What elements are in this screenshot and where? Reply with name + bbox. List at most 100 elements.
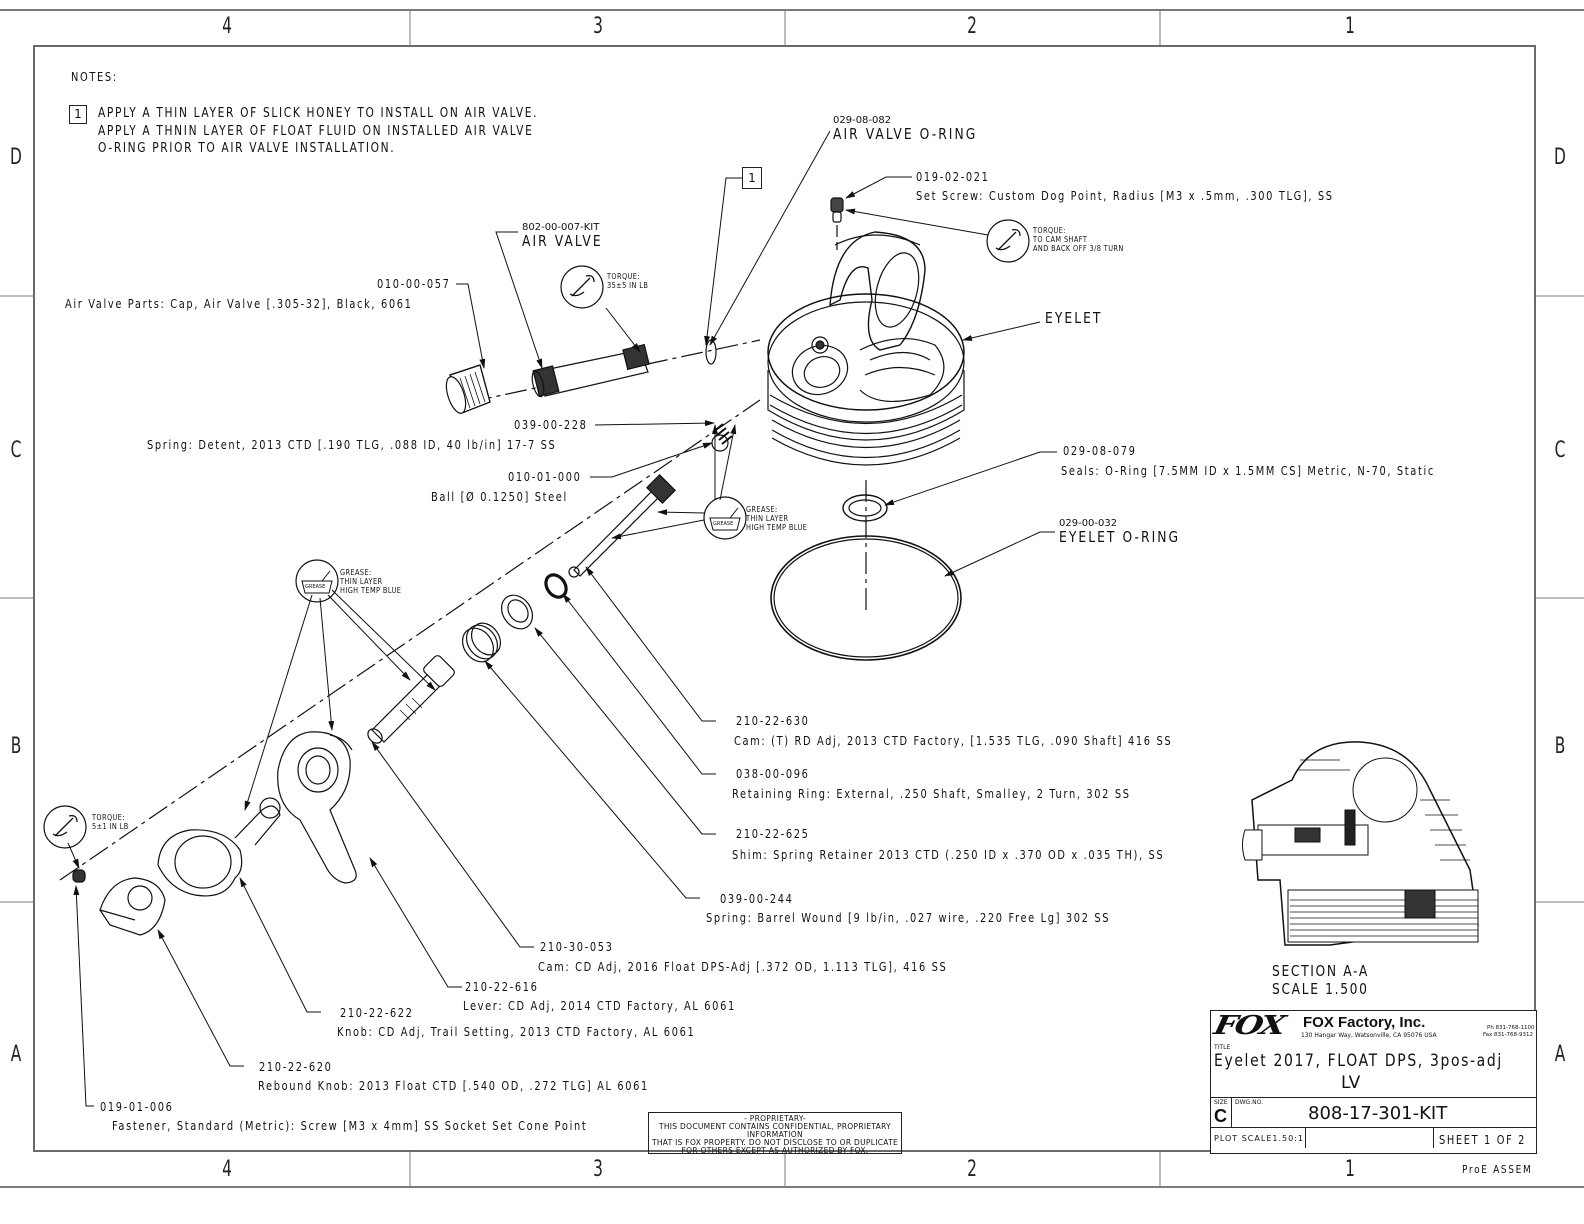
- part-number-039-00-244: 039-00-244: [720, 892, 794, 906]
- grease-line: GREASE:: [746, 505, 778, 514]
- section-title: SECTION A-A: [1272, 962, 1369, 980]
- size-label: SIZE: [1214, 1099, 1228, 1106]
- grease-line: HIGH TEMP BLUE: [746, 523, 808, 532]
- cam-rd-part: [568, 474, 676, 578]
- wrench-icon-glyphs: [52, 228, 1021, 837]
- retaining-ring-part: [544, 573, 568, 599]
- grease-icon-right: GREASE: [713, 521, 734, 527]
- eyelet-name: EYELET: [1045, 309, 1103, 327]
- drawing-title-line-2: LV: [1341, 1073, 1361, 1093]
- grease-line: GREASE:: [340, 568, 372, 577]
- air-valve-part-number: 802-00-007-KIT: [522, 222, 600, 233]
- part-number-038-00-096: 038-00-096: [736, 767, 810, 781]
- proprietary-heading: - PROPRIETARY-: [744, 1114, 806, 1123]
- company-phone: Ph 831-768-1100: [1487, 1025, 1535, 1031]
- part-number-019-02-021: 019-02-021: [916, 170, 990, 184]
- notes-flag: 1: [69, 105, 87, 124]
- part-number-210-22-630: 210-22-630: [736, 714, 810, 728]
- proe-assem-label: ProE ASSEM: [1462, 1163, 1533, 1176]
- part-number-029-08-079: 029-08-079: [1063, 444, 1137, 458]
- part-number-010-01-000: 010-01-000: [508, 470, 582, 484]
- zone-column-3-top: 3: [593, 14, 603, 39]
- title-label: TITLE: [1214, 1044, 1231, 1051]
- shim-part: [500, 594, 534, 630]
- company-address: 130 Hangar Way, Watsonville, CA 95076 US…: [1301, 1032, 1437, 1039]
- zone-row-a-right: A: [1554, 1042, 1566, 1067]
- air-valve-oring-name: AIR VALVE O-RING: [833, 125, 978, 143]
- part-number-210-22-625: 210-22-625: [736, 827, 810, 841]
- plot-scale: PLOT SCALE1.50:1: [1214, 1134, 1304, 1143]
- grease-tub-glyphs: [301, 507, 741, 594]
- torque-title: TORQUE:: [607, 272, 640, 281]
- part-desc-029-08-079: Seals: O-Ring [7.5MM ID x 1.5MM CS] Metr…: [1061, 464, 1435, 478]
- sheet-border: [0, 9, 1584, 1188]
- zone-column-2-top: 2: [967, 14, 977, 39]
- part-number-039-00-228: 039-00-228: [514, 418, 588, 432]
- zone-column-2-bottom: 2: [967, 1157, 977, 1182]
- part-desc-210-22-630: Cam: (T) RD Adj, 2013 CTD Factory, [1.53…: [734, 734, 1173, 748]
- torque-icon-circles: [43, 219, 1030, 849]
- proprietary-notice: - PROPRIETARY- THIS DOCUMENT CONTAINS CO…: [648, 1112, 902, 1155]
- part-number-210-30-053: 210-30-053: [540, 940, 614, 954]
- grease-line: THIN LAYER: [746, 514, 789, 523]
- grease-icon-left: GREASE: [305, 584, 326, 590]
- zone-row-b-right: B: [1554, 734, 1566, 759]
- lever-part: [277, 731, 357, 884]
- torque-note-air-valve: TORQUE: 35±5 IN LB: [607, 272, 657, 290]
- torque-note-cam-shaft: TORQUE: TO CAM SHAFT AND BACK OFF 3/8 TU…: [1033, 226, 1144, 253]
- plot-divider: [1305, 1128, 1306, 1148]
- note-line-2: APPLY A THNIN LAYER OF FLOAT FLUID ON IN…: [98, 124, 534, 139]
- part-desc-010-01-000: Ball [Ø 0.1250] Steel: [431, 490, 568, 504]
- drawing-title-line-1: Eyelet 2017, FLOAT DPS, 3pos-adj: [1214, 1051, 1503, 1071]
- detent-spring-part: [712, 423, 733, 445]
- zone-row-b-left: B: [10, 734, 22, 759]
- eyelet-oring-part: [770, 535, 962, 661]
- title-block-divider: [1211, 1127, 1536, 1128]
- part-number-210-22-616: 210-22-616: [465, 980, 539, 994]
- knob-cd-part: [157, 797, 281, 897]
- zone-row-c-left: C: [10, 438, 22, 463]
- part-desc-210-22-625: Shim: Spring Retainer 2013 CTD (.250 ID …: [732, 848, 1165, 862]
- part-desc-210-22-620: Rebound Knob: 2013 Float CTD [.540 OD, .…: [258, 1079, 649, 1093]
- air-valve-oring-part-number: 029-08-082: [833, 115, 892, 126]
- part-number-010-00-057: 010-00-057: [377, 277, 451, 291]
- grease-note-right: GREASE: THIN LAYER HIGH TEMP BLUE: [746, 505, 821, 532]
- note-line-3: O-RING PRIOR TO AIR VALVE INSTALLATION.: [98, 141, 396, 156]
- part-desc-019-02-021: Set Screw: Custom Dog Point, Radius [M3 …: [916, 189, 1334, 203]
- proprietary-line: FOR OTHERS EXCEPT AS AUTHORIZED BY FOX.: [681, 1146, 869, 1155]
- zone-row-a-left: A: [10, 1042, 22, 1067]
- part-desc-039-00-244: Spring: Barrel Wound [9 lb/in, .027 wire…: [706, 911, 1111, 925]
- part-desc-210-30-053: Cam: CD Adj, 2016 Float DPS-Adj [.372 OD…: [538, 960, 948, 974]
- torque-line: 5±1 IN LB: [92, 822, 129, 831]
- rebound-knob-part: [99, 877, 166, 936]
- seal-oring-part: [842, 494, 888, 522]
- zone-row-c-right: C: [1554, 438, 1566, 463]
- ball-part: [711, 434, 729, 452]
- torque-note-cone-screw: TORQUE: 5±1 IN LB: [92, 813, 137, 831]
- zone-column-3-bottom: 3: [593, 1157, 603, 1182]
- part-number-210-22-622: 210-22-622: [340, 1006, 414, 1020]
- section-view: [1242, 741, 1479, 946]
- part-desc-210-22-622: Knob: CD Adj, Trail Setting, 2013 CTD Fa…: [337, 1025, 696, 1039]
- part-desc-038-00-096: Retaining Ring: External, .250 Shaft, Sm…: [732, 787, 1131, 801]
- eyelet-oring-part-number: 029-00-032: [1059, 518, 1118, 529]
- air-valve-name: AIR VALVE: [522, 232, 603, 250]
- part-desc-039-00-228: Spring: Detent, 2013 CTD [.190 TLG, .088…: [147, 438, 557, 452]
- drawing-number: 808-17-301-KIT: [1308, 1103, 1448, 1124]
- company-fax: Fax 831-768-9312: [1483, 1032, 1533, 1038]
- title-block-divider: [1211, 1097, 1536, 1098]
- company-name: FOX Factory, Inc.: [1303, 1014, 1426, 1031]
- set-screw-part: [830, 197, 844, 250]
- torque-line: TO CAM SHAFT: [1033, 235, 1088, 244]
- zone-row-d-right: D: [1554, 145, 1566, 170]
- part-desc-210-22-616: Lever: CD Adj, 2014 CTD Factory, AL 6061: [463, 999, 736, 1013]
- part-desc-010-00-057: Air Valve Parts: Cap, Air Valve [.305-32…: [65, 297, 413, 311]
- grease-line: THIN LAYER: [340, 577, 383, 586]
- torque-line: AND BACK OFF 3/8 TURN: [1033, 244, 1124, 253]
- air-valve-part: [531, 343, 650, 398]
- sheet-divider: [1433, 1128, 1434, 1148]
- size-divider: [1231, 1097, 1232, 1127]
- eyelet-oring-name: EYELET O-RING: [1059, 528, 1181, 546]
- zone-column-4-bottom: 4: [222, 1157, 232, 1182]
